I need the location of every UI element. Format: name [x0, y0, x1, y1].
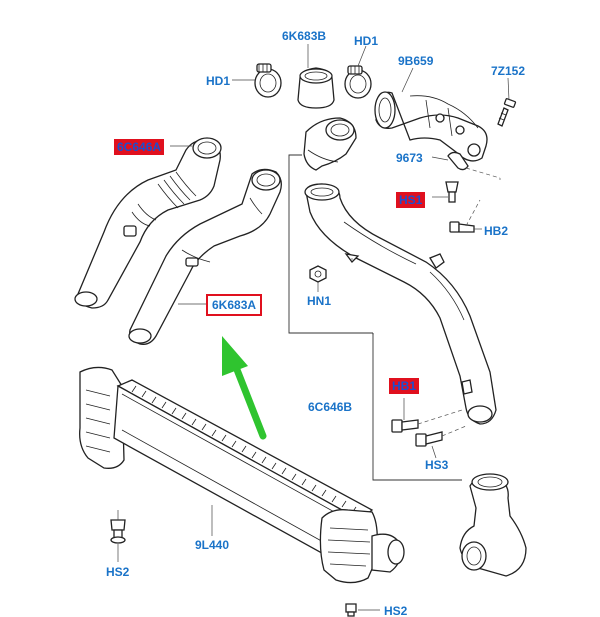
label-hs2-bottom: HS2: [384, 604, 408, 617]
lower-hose: [459, 473, 527, 577]
hose-clamp-hd1-left: [254, 63, 282, 98]
bolt-hs3: [415, 431, 443, 447]
label-hn1: HN1: [307, 294, 332, 308]
bolt-hb2: [449, 221, 475, 233]
charge-air-pipe-6c646b: [303, 117, 497, 425]
label-6k683a: 6K683A: [206, 294, 263, 316]
clip-9673: [447, 151, 469, 171]
bolt-hs2-left: [110, 519, 126, 544]
nut-hn1: [309, 265, 327, 283]
label-hs2-left: HS2: [106, 565, 130, 579]
label-6c646a: 6C646A: [114, 139, 165, 155]
intercooler-9l440: [79, 366, 405, 584]
label-hb1: HB1: [389, 378, 420, 394]
throttle-elbow-9b659: [374, 91, 488, 162]
group-bracket-upper: [288, 154, 373, 334]
label-hb2: HB2: [484, 224, 509, 238]
hose-clamp-hd1-right: [344, 65, 372, 99]
label-hd1-top: HD1: [354, 34, 379, 48]
label-9l440: 9L440: [195, 538, 230, 552]
label-hs1: HS1: [396, 192, 426, 208]
label-hd1-left: HD1: [206, 74, 231, 88]
intercooler-hose-6c646a: [74, 137, 222, 309]
label-hs3: HS3: [425, 458, 449, 472]
label-6c646b: 6C646B: [308, 400, 353, 414]
screw-hs1: [445, 181, 459, 203]
label-6k683b: 6K683B: [282, 29, 327, 43]
label-7z152: 7Z152: [491, 64, 526, 78]
green-pointer-arrow: [222, 336, 267, 440]
intercooler-hose-6k683a: [128, 168, 282, 345]
coupling-sleeve-6k683b: [297, 67, 335, 109]
group-bracket-lower: [372, 333, 462, 481]
label-9673: 9673: [396, 151, 423, 165]
bolt-hs2-bottom: [345, 603, 357, 617]
bolt-hb1: [391, 419, 419, 433]
bolt-7z152: [497, 98, 517, 127]
label-9b659: 9B659: [398, 54, 434, 68]
